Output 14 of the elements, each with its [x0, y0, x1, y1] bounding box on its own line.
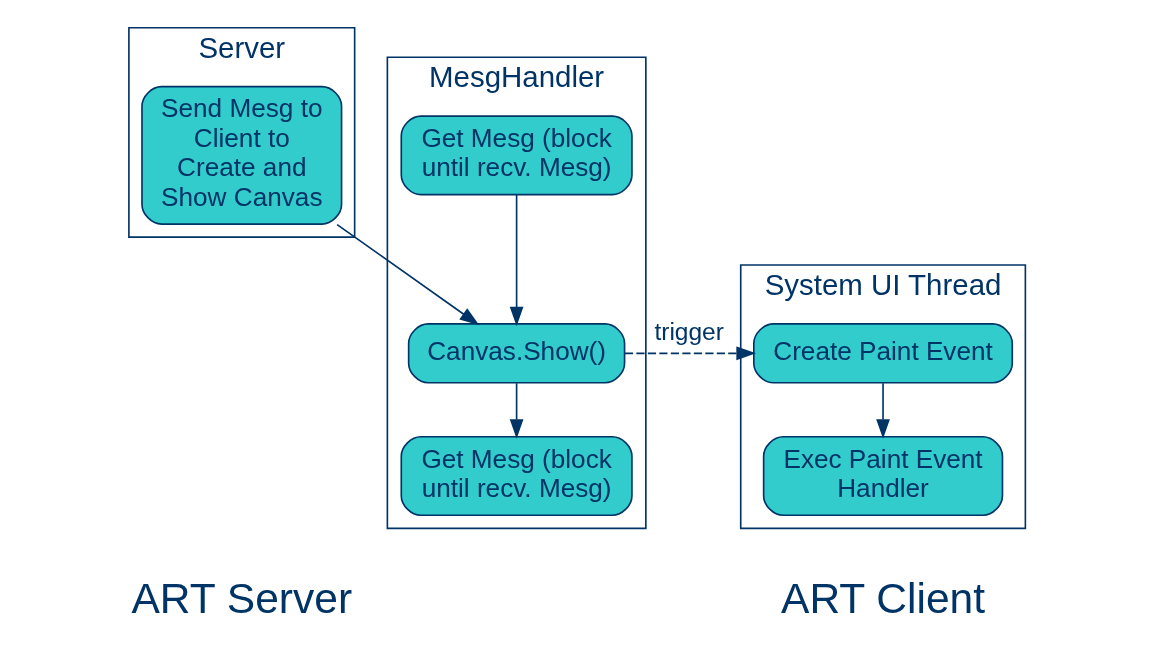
label: ART Server: [131, 574, 353, 623]
node-box: Canvas.Show(): [407, 323, 626, 384]
node-box: Get Mesg (block until recv. Mesg): [400, 435, 633, 517]
node-box: Create Paint Event: [753, 323, 1014, 384]
arrow: [336, 223, 480, 326]
label: ART Client: [781, 574, 986, 623]
arrow: [509, 382, 524, 439]
arrow: [624, 346, 756, 361]
node-box: Exec Paint Event Handler: [762, 435, 1004, 517]
arrow: [509, 194, 524, 327]
node-box: Send Mesg to Client to Create and Show Canvas: [141, 85, 343, 225]
node-box: Get Mesg (block until recv. Mesg): [400, 115, 633, 196]
arrow: [876, 382, 890, 439]
edge-label: trigger: [654, 318, 724, 346]
